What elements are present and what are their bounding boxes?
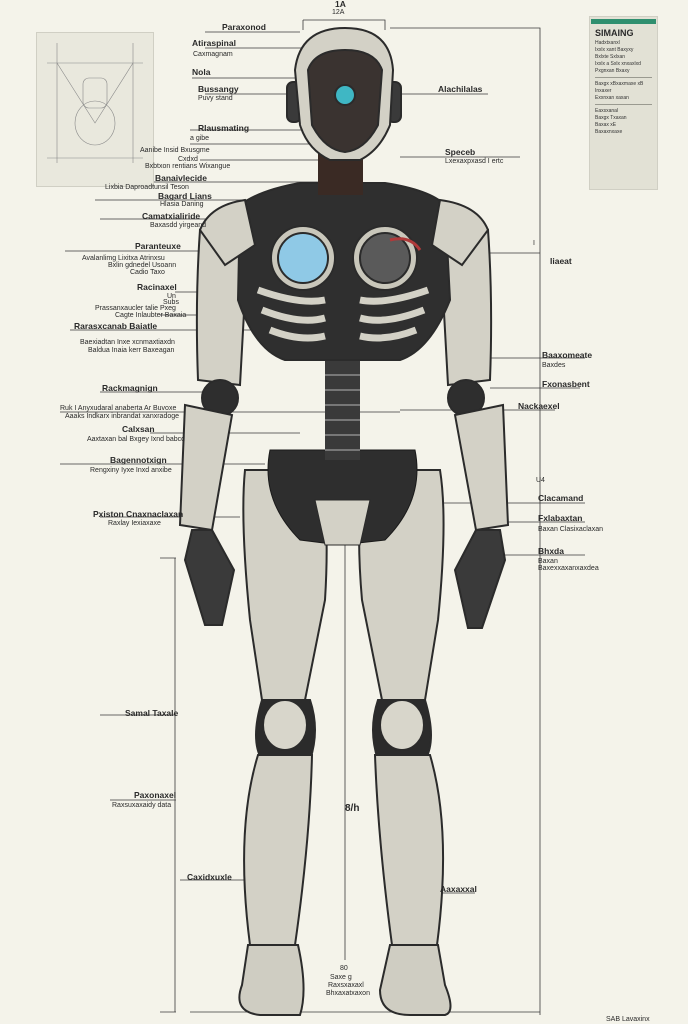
left-callout-label: Aanibe Insid Bxusgme — [140, 147, 210, 154]
left-callout-label: Caxidxuxle — [187, 872, 232, 882]
card-line: Ixxlx a Sxlx xnxaxlxd — [595, 61, 641, 67]
top-label: 1A — [335, 0, 346, 9]
card-line: Ixxlx xant Baxyxy — [595, 47, 634, 53]
card-line: Inxaxer — [595, 88, 612, 94]
left-arm — [178, 228, 250, 626]
spec-card: SIMAING Hadxtxanxl Ixxlx xant Baxyxy Bxl… — [589, 16, 658, 190]
card-line: Eaxsxanal — [595, 108, 619, 114]
right-callout-label: U4 — [536, 477, 545, 484]
head — [286, 26, 402, 161]
left-callout-label: Caxmagnam — [193, 51, 233, 58]
right-callout-label: I — [533, 240, 535, 247]
left-callout-label: Cagte Inlaubter Baxaia — [115, 312, 187, 319]
card-line: Baxaxnxaxe — [595, 129, 623, 135]
card-line: Exxnxan xaxan — [595, 95, 629, 101]
center-label: 8/h — [345, 803, 360, 814]
left-callout-label: Banaivlecide — [155, 173, 207, 183]
right-callout-label: Fxonasbent — [542, 379, 590, 389]
left-callout-label: a gibe — [190, 135, 210, 142]
right-callout-label: Fxlabaxtan — [538, 513, 583, 523]
right-callout-label: Clacamand — [538, 493, 584, 503]
left-callout-label: Nola — [192, 67, 211, 77]
left-callout-label: Puvy stand — [198, 95, 233, 102]
right-callout-label: Baxexxaxanxaxdea — [538, 565, 599, 572]
left-callout-label: Raxlay Iexiaxaxe — [108, 520, 161, 527]
card-line: Hadxtxanxl — [595, 40, 620, 46]
center-label: Saxe g — [330, 974, 352, 981]
right-callout-label: Lxexaxpxasd I ertc — [445, 158, 504, 165]
left-callout-label: Prassanxaucler talie Pxeg — [95, 305, 176, 312]
left-callout-label: Bagard Lians — [158, 191, 212, 201]
left-callout-label: Raxsuxaxaidy data — [112, 802, 172, 809]
right-callout-label: Baxan — [538, 558, 558, 565]
left-callout-label: Baxasdd yirgeand — [150, 222, 207, 229]
left-callout-label: Bxlin gdnedel Usoann — [108, 262, 177, 269]
card-line: Baxax xE — [595, 122, 617, 128]
left-callout-label: Hlasia Daning — [160, 201, 204, 208]
left-callout-label: Pxiston Cnaxnaclaxan — [93, 509, 184, 519]
left-callout-label: Bussangy — [198, 84, 239, 94]
left-callout-label: Camatxialiride — [142, 211, 201, 221]
right-arm — [438, 228, 510, 629]
left-callout-label: Calxsan — [122, 424, 155, 434]
left-callout-label: Cxdxd — [178, 156, 198, 163]
card-line: Baxgx Txaxan — [595, 115, 627, 121]
right-callout-label: Iiaeat — [550, 256, 572, 266]
blueprint-sketch-panel — [36, 32, 154, 187]
left-callout-label: Lixbia Daproadtunsil Teson — [105, 184, 189, 191]
right-callout-label: Baaxomeate — [542, 350, 593, 360]
left-callout-label: Un — [167, 293, 176, 300]
left-callout-label: Paxonaxel — [134, 790, 177, 800]
left-callout-label: Bxbtxon rentians Wixangue — [145, 163, 231, 170]
card-title: SIMAING — [595, 28, 634, 38]
pelvis — [267, 449, 418, 546]
left-callout-label: Paranteuxe — [135, 241, 181, 251]
left-callout-label: Paraxonod — [222, 22, 266, 32]
right-callout-label: Nackaexel — [518, 401, 560, 411]
center-label: Raxsxaxaxl — [328, 982, 364, 989]
top-label: 12A — [332, 9, 345, 16]
left-callout-label: Samal Taxale — [125, 708, 179, 718]
left-callout-label: Avalanlimg Lixitxa Atrinxsu — [82, 255, 165, 262]
right-callout-label: Baxdes — [542, 362, 566, 369]
left-callout-label: Ruk I Anyxudaral anaberta Ar Buvoxe — [60, 405, 177, 412]
left-callout-label: Subs — [163, 299, 179, 306]
left-callout-label: Baldua Inaia kerr Baxeagan — [88, 347, 175, 354]
right-callout-label: Alachilalas — [438, 84, 483, 94]
left-callout-label: Aaxtaxan bal Bxgey Ixnd babcd — [87, 436, 186, 443]
left-callout-label: Bagennotxign — [110, 455, 167, 465]
card-line: Bxlxte Sxlxan — [595, 54, 626, 60]
card-header-bar — [591, 19, 656, 24]
center-label: 80 — [340, 965, 348, 972]
left-callout-label: Rackmagnign — [102, 383, 158, 393]
right-callout-label: Speceb — [445, 147, 476, 157]
left-callout-label: Atiraspinal — [192, 38, 236, 48]
footer-label: SAB Lavaxinx — [606, 1016, 650, 1023]
head-sketch — [47, 43, 143, 163]
left-callout-label: Aaaks Indkarx inbrandat xanxradoge — [65, 413, 180, 420]
left-leg — [238, 469, 328, 1016]
left-callout-label: Rlausmating — [198, 123, 250, 133]
left-callout-label: Racinaxel — [137, 282, 177, 292]
left-callout-label: Rengxiny Iyxe Inxd anxibe — [90, 467, 172, 474]
left-callout-label: Baexiadtan Inxe xcnmaxtiaxdn — [80, 339, 175, 346]
card-line: Pxgnxan Bxaxy — [595, 68, 630, 74]
right-callout-label: Aaxaxxal — [440, 884, 477, 894]
center-label: Bhxaxatxaxon — [326, 990, 370, 997]
right-leg — [358, 469, 452, 1016]
torso — [198, 182, 490, 361]
left-callout-label: Cadio Taxo — [130, 269, 165, 276]
card-line: Baxgx xBxaxmaxe xB — [595, 81, 644, 87]
left-callout-label: Rarasxcanab Baiatle — [74, 321, 158, 331]
right-callout-label: Baxan Clasixaclaxan — [538, 526, 603, 533]
right-callout-label: Bhxda — [538, 546, 564, 556]
